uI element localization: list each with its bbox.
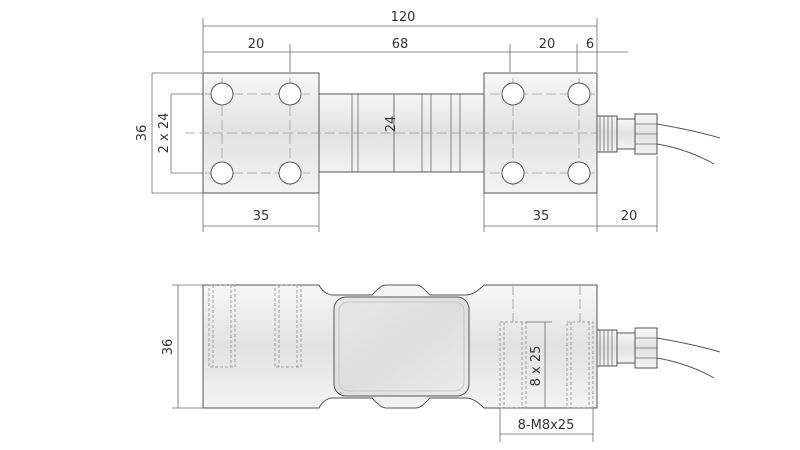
mounting-hole <box>278 161 302 185</box>
sensing-window <box>333 296 470 397</box>
mounting-hole <box>210 161 234 185</box>
dimension-label-68: 68 <box>392 37 409 52</box>
dimension-side-height: 36 <box>161 284 203 409</box>
cable-connector-top <box>596 113 721 165</box>
dimension-label-thread-depth: 8 x 25 <box>529 346 544 387</box>
hidden-threads-left <box>208 284 302 368</box>
mounting-hole <box>567 82 591 106</box>
dimension-label-120: 120 <box>391 10 416 25</box>
dimension-label-cable-20: 20 <box>621 209 638 224</box>
mounting-hole <box>501 161 525 185</box>
dimension-label-side-height: 36 <box>161 339 176 356</box>
dimension-overall-length: 120 <box>202 10 598 72</box>
dimension-label-left-35: 35 <box>253 209 270 224</box>
dimension-row-lower: 35 35 20 <box>202 156 658 232</box>
top-view: 120 20 68 20 6 36 2 x 24 <box>135 10 721 232</box>
dimension-label-beam-height: 24 <box>384 116 399 133</box>
dimension-thread-spec: 8-M8x25 <box>499 408 594 442</box>
dimension-row-upper: 20 68 20 6 <box>203 37 628 72</box>
dimension-thread-depth: 8 x 25 <box>526 321 552 408</box>
mounting-hole <box>210 82 234 106</box>
dimension-label-left-20: 20 <box>248 37 265 52</box>
dimension-height-36: 36 <box>135 72 203 194</box>
dimension-label-hole-spacing: 2 x 24 <box>157 113 172 154</box>
dimension-label-height: 36 <box>135 125 150 142</box>
mounting-hole <box>501 82 525 106</box>
dimension-label-right-20: 20 <box>539 37 556 52</box>
cable-connector-side <box>596 327 721 379</box>
dimension-label-6: 6 <box>586 37 594 52</box>
hidden-threads-right <box>499 285 594 409</box>
sensing-window-inner <box>338 301 465 392</box>
mounting-holes <box>210 82 591 185</box>
dimension-label-right-35: 35 <box>533 209 550 224</box>
dimension-label-thread-spec: 8-M8x25 <box>518 418 575 433</box>
mounting-hole <box>567 161 591 185</box>
mounting-hole <box>278 82 302 106</box>
dimension-hole-spacing: 2 x 24 <box>157 93 220 174</box>
side-view: 36 8 x <box>161 284 721 442</box>
